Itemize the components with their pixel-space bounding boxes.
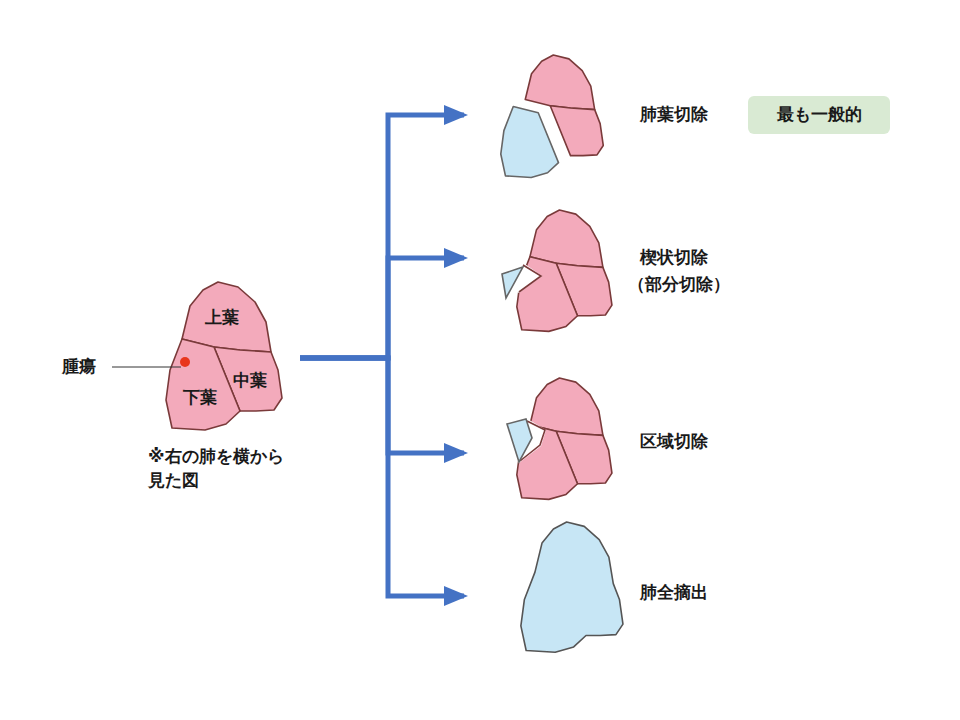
leader-line: [112, 367, 181, 368]
option-subname: （部分切除）: [628, 273, 730, 297]
lung-illustration: ※右の肺を横から見た図上葉中葉下葉: [160, 278, 300, 430]
branch-arrow: [300, 115, 464, 358]
note-badge: 最も一般的: [748, 96, 890, 134]
middle-lobe: 中葉: [214, 347, 282, 411]
lower-lobe: [166, 339, 240, 430]
badge-text: 最も一般的: [777, 103, 862, 127]
option-name: 区域切除: [640, 430, 708, 454]
right-lung: [166, 282, 282, 430]
tumor-label: 腫瘍: [62, 355, 96, 379]
option-name: 肺葉切除: [640, 103, 708, 127]
resection-option: 肺全摘出: [470, 525, 610, 657]
lobectomy-illustration: [501, 55, 603, 177]
removed-lobe: [501, 106, 559, 177]
option-name: 肺全摘出: [640, 581, 708, 605]
upper-lobe: 上葉: [182, 282, 272, 352]
wedge-illustration: [502, 210, 612, 331]
lobe-name: 中葉: [233, 369, 267, 393]
cut-notch: [504, 418, 546, 463]
segmentectomy-illustration: [504, 378, 612, 499]
figure-caption: ※右の肺を横から見た図: [148, 445, 288, 493]
lobe-name: 下葉: [183, 386, 217, 410]
resection-option: 区域切除: [470, 376, 610, 502]
branch-arrow: [300, 358, 464, 596]
removed-lung: [521, 522, 623, 652]
removed-segment: [507, 419, 532, 462]
remaining-lobe: [550, 106, 603, 156]
tumor-dot: [180, 357, 190, 367]
option-name: 楔状切除: [640, 246, 708, 270]
removed-wedge: [502, 267, 523, 298]
resection-option: 肺葉切除: [470, 55, 610, 183]
branch-arrow: [300, 258, 464, 358]
resection-option: 楔状切除（部分切除）: [470, 205, 610, 337]
lobe-name: 上葉: [205, 306, 239, 330]
lower-lobe: 下葉: [166, 339, 240, 430]
branch-arrow: [300, 358, 464, 453]
upper-lobe: [182, 282, 271, 352]
remaining-lobe: [525, 55, 594, 110]
